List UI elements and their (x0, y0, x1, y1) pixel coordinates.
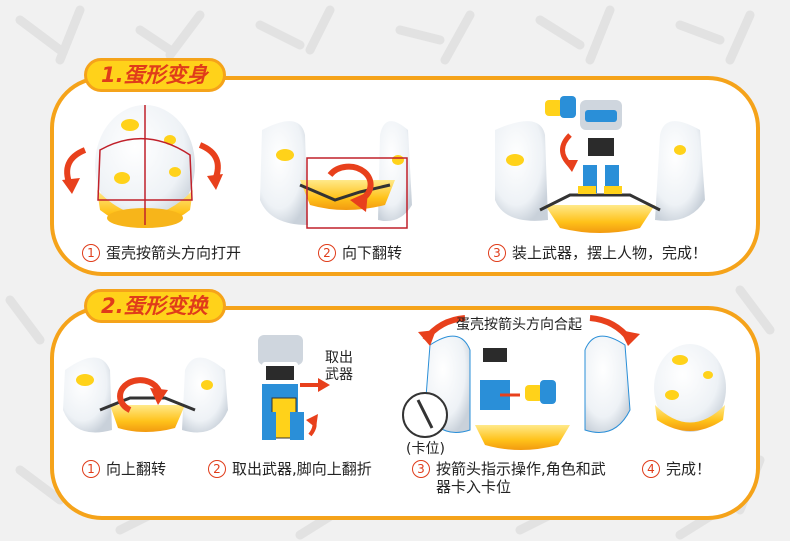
step-text: 向上翻转 (106, 460, 167, 478)
step-number: 2 (318, 244, 336, 262)
slot-note: (卡位) (406, 441, 445, 457)
step-text: 取出武器,脚向上翻折 (232, 460, 372, 478)
step-text: 向下翻转 (342, 244, 403, 262)
step-number: 4 (642, 460, 660, 478)
egg-closed-illustration (95, 105, 195, 228)
section2-step2-caption: 2 取出武器,脚向上翻折 (208, 460, 372, 478)
section2-step4-caption: 4 完成！ (642, 460, 711, 478)
step-number: 1 (82, 244, 100, 262)
weapon-note: 取出 武器 (325, 350, 353, 383)
section2-step1-caption: 1 向上翻转 (82, 460, 166, 478)
step-number: 2 (208, 460, 226, 478)
section1-step2-caption: 2 向下翻转 (318, 244, 402, 262)
section1-title: 1.蛋形变身 (84, 58, 226, 92)
egg-with-character-illustration (495, 96, 705, 233)
step-number: 1 (82, 460, 100, 478)
rotate-right-arrow (198, 142, 221, 182)
step-number: 3 (412, 460, 430, 478)
step-text: 装上武器，摆上人物，完成！ (512, 244, 708, 262)
close-instruction-note: 蛋壳按箭头方向合起 (456, 317, 582, 333)
egg-flip-up-illustration (63, 357, 228, 433)
step-number: 3 (488, 244, 506, 262)
section2-title: 2.蛋形变换 (84, 289, 226, 323)
egg-closing-illustration (402, 315, 640, 450)
step-text: 蛋壳按箭头方向打开 (106, 244, 242, 262)
section2-step3-caption: 3 按箭头指示操作,角色和武 (412, 460, 606, 478)
character-weapon-removal-illustration (258, 335, 330, 440)
section1-step3-caption: 3 装上武器，摆上人物，完成！ (488, 244, 707, 262)
section2-step3-caption-line2: 器卡入卡位 (436, 478, 512, 496)
egg-open-illustration-1 (260, 121, 412, 229)
step-text: 完成！ (666, 460, 712, 478)
step-text: 按箭头指示操作,角色和武 (436, 460, 606, 478)
egg-complete-illustration (654, 344, 726, 432)
section1-step1-caption: 1 蛋壳按箭头方向打开 (82, 244, 241, 262)
